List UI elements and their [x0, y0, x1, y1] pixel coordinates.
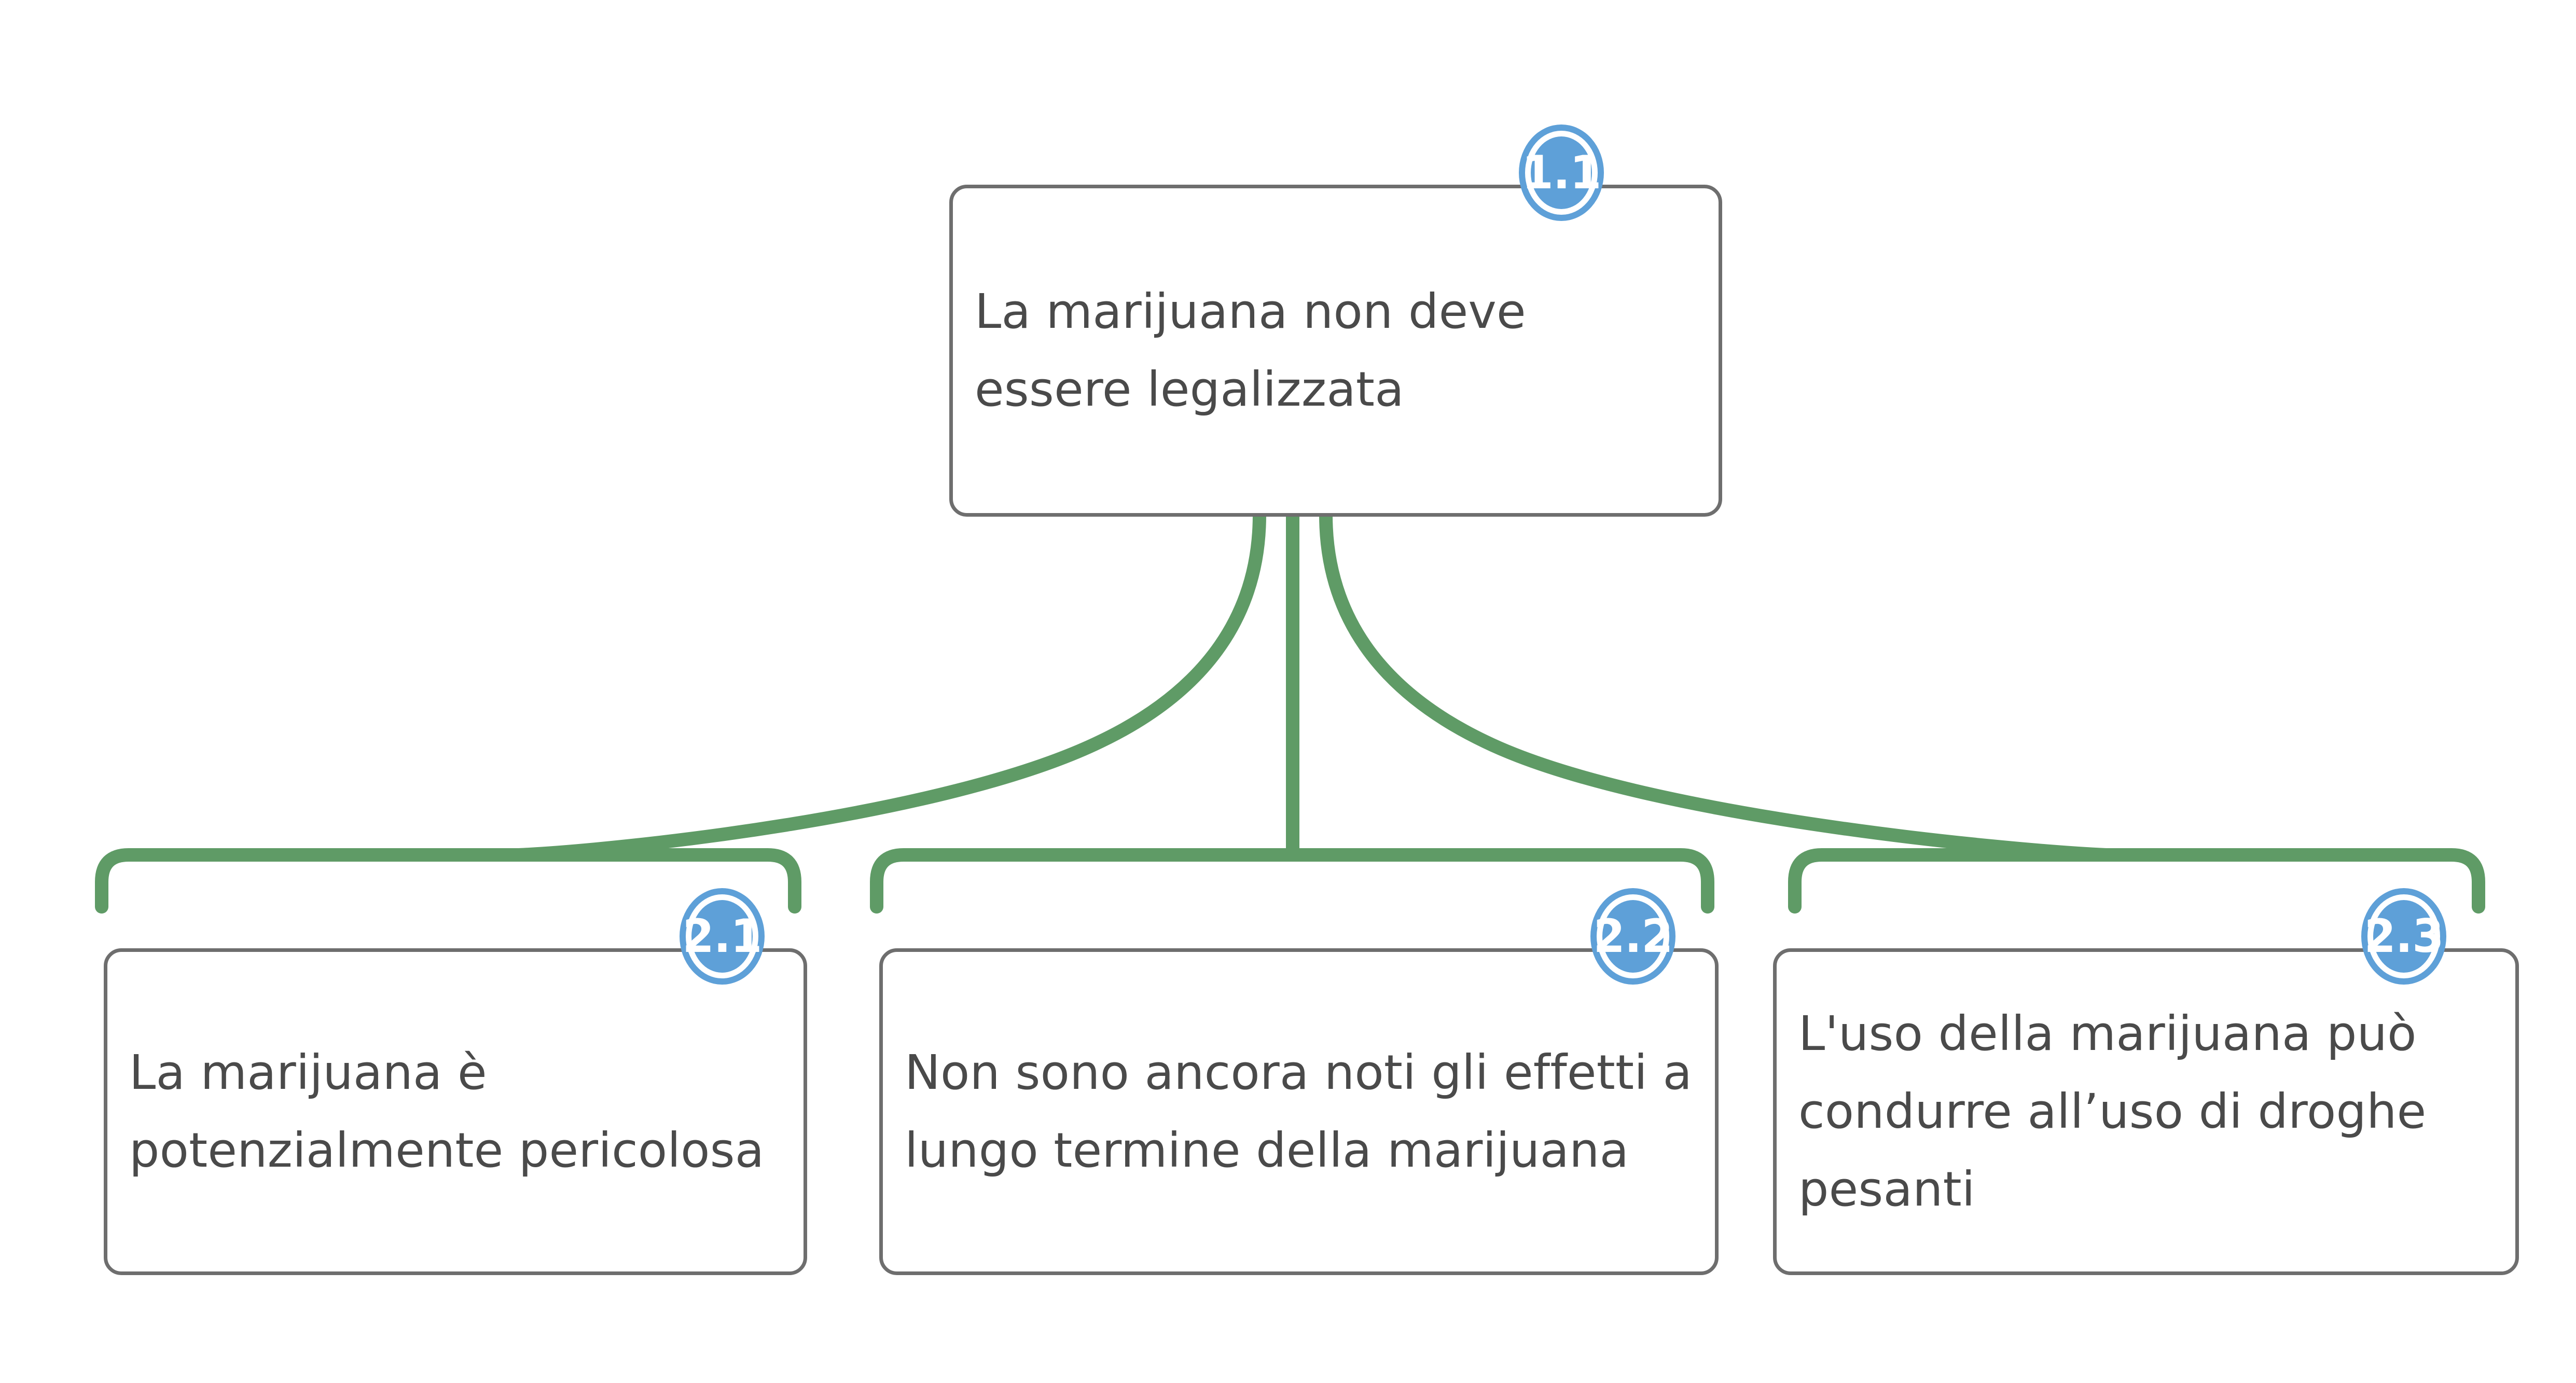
bracket-2-1	[95, 848, 801, 914]
node-reason-2-2[interactable]: Non sono ancora noti gli effetti a lungo…	[879, 948, 1719, 1275]
badge-1-1[interactable]: 1.1	[1519, 125, 1604, 221]
badge-ring-1-1	[1525, 131, 1598, 215]
node-reason-2-1[interactable]: La marijuana è potenzialmente pericolosa	[104, 948, 807, 1275]
badge-2-3[interactable]: 2.3	[2361, 888, 2446, 985]
node-root-claim[interactable]: La marijuana non deve essere legalizzata	[949, 185, 1722, 517]
badge-2-2[interactable]: 2.2	[1590, 888, 1675, 985]
badge-label-2-3: 2.3	[2364, 909, 2444, 963]
node-root-text: La marijuana non deve essere legalizzata	[975, 284, 1526, 417]
bracket-2-2	[870, 848, 1714, 914]
node-reason-2-3-text: L'uso della marijuana può condurre all’u…	[1798, 1006, 2427, 1217]
edge-root-to-2-3	[1319, 508, 2113, 862]
node-reason-2-2-text: Non sono ancora noti gli effetti a lungo…	[905, 1045, 1693, 1178]
badge-label-2-1: 2.1	[682, 909, 763, 963]
badge-label-1-1: 1.1	[1521, 146, 1602, 199]
node-reason-2-3[interactable]: L'uso della marijuana può condurre all’u…	[1773, 948, 2519, 1275]
badge-2-1[interactable]: 2.1	[680, 888, 765, 985]
node-reason-2-1-text: La marijuana è potenzialmente pericolosa	[129, 1045, 765, 1178]
edge-root-to-2-1	[512, 508, 1266, 862]
badge-label-2-2: 2.2	[1593, 909, 1673, 963]
